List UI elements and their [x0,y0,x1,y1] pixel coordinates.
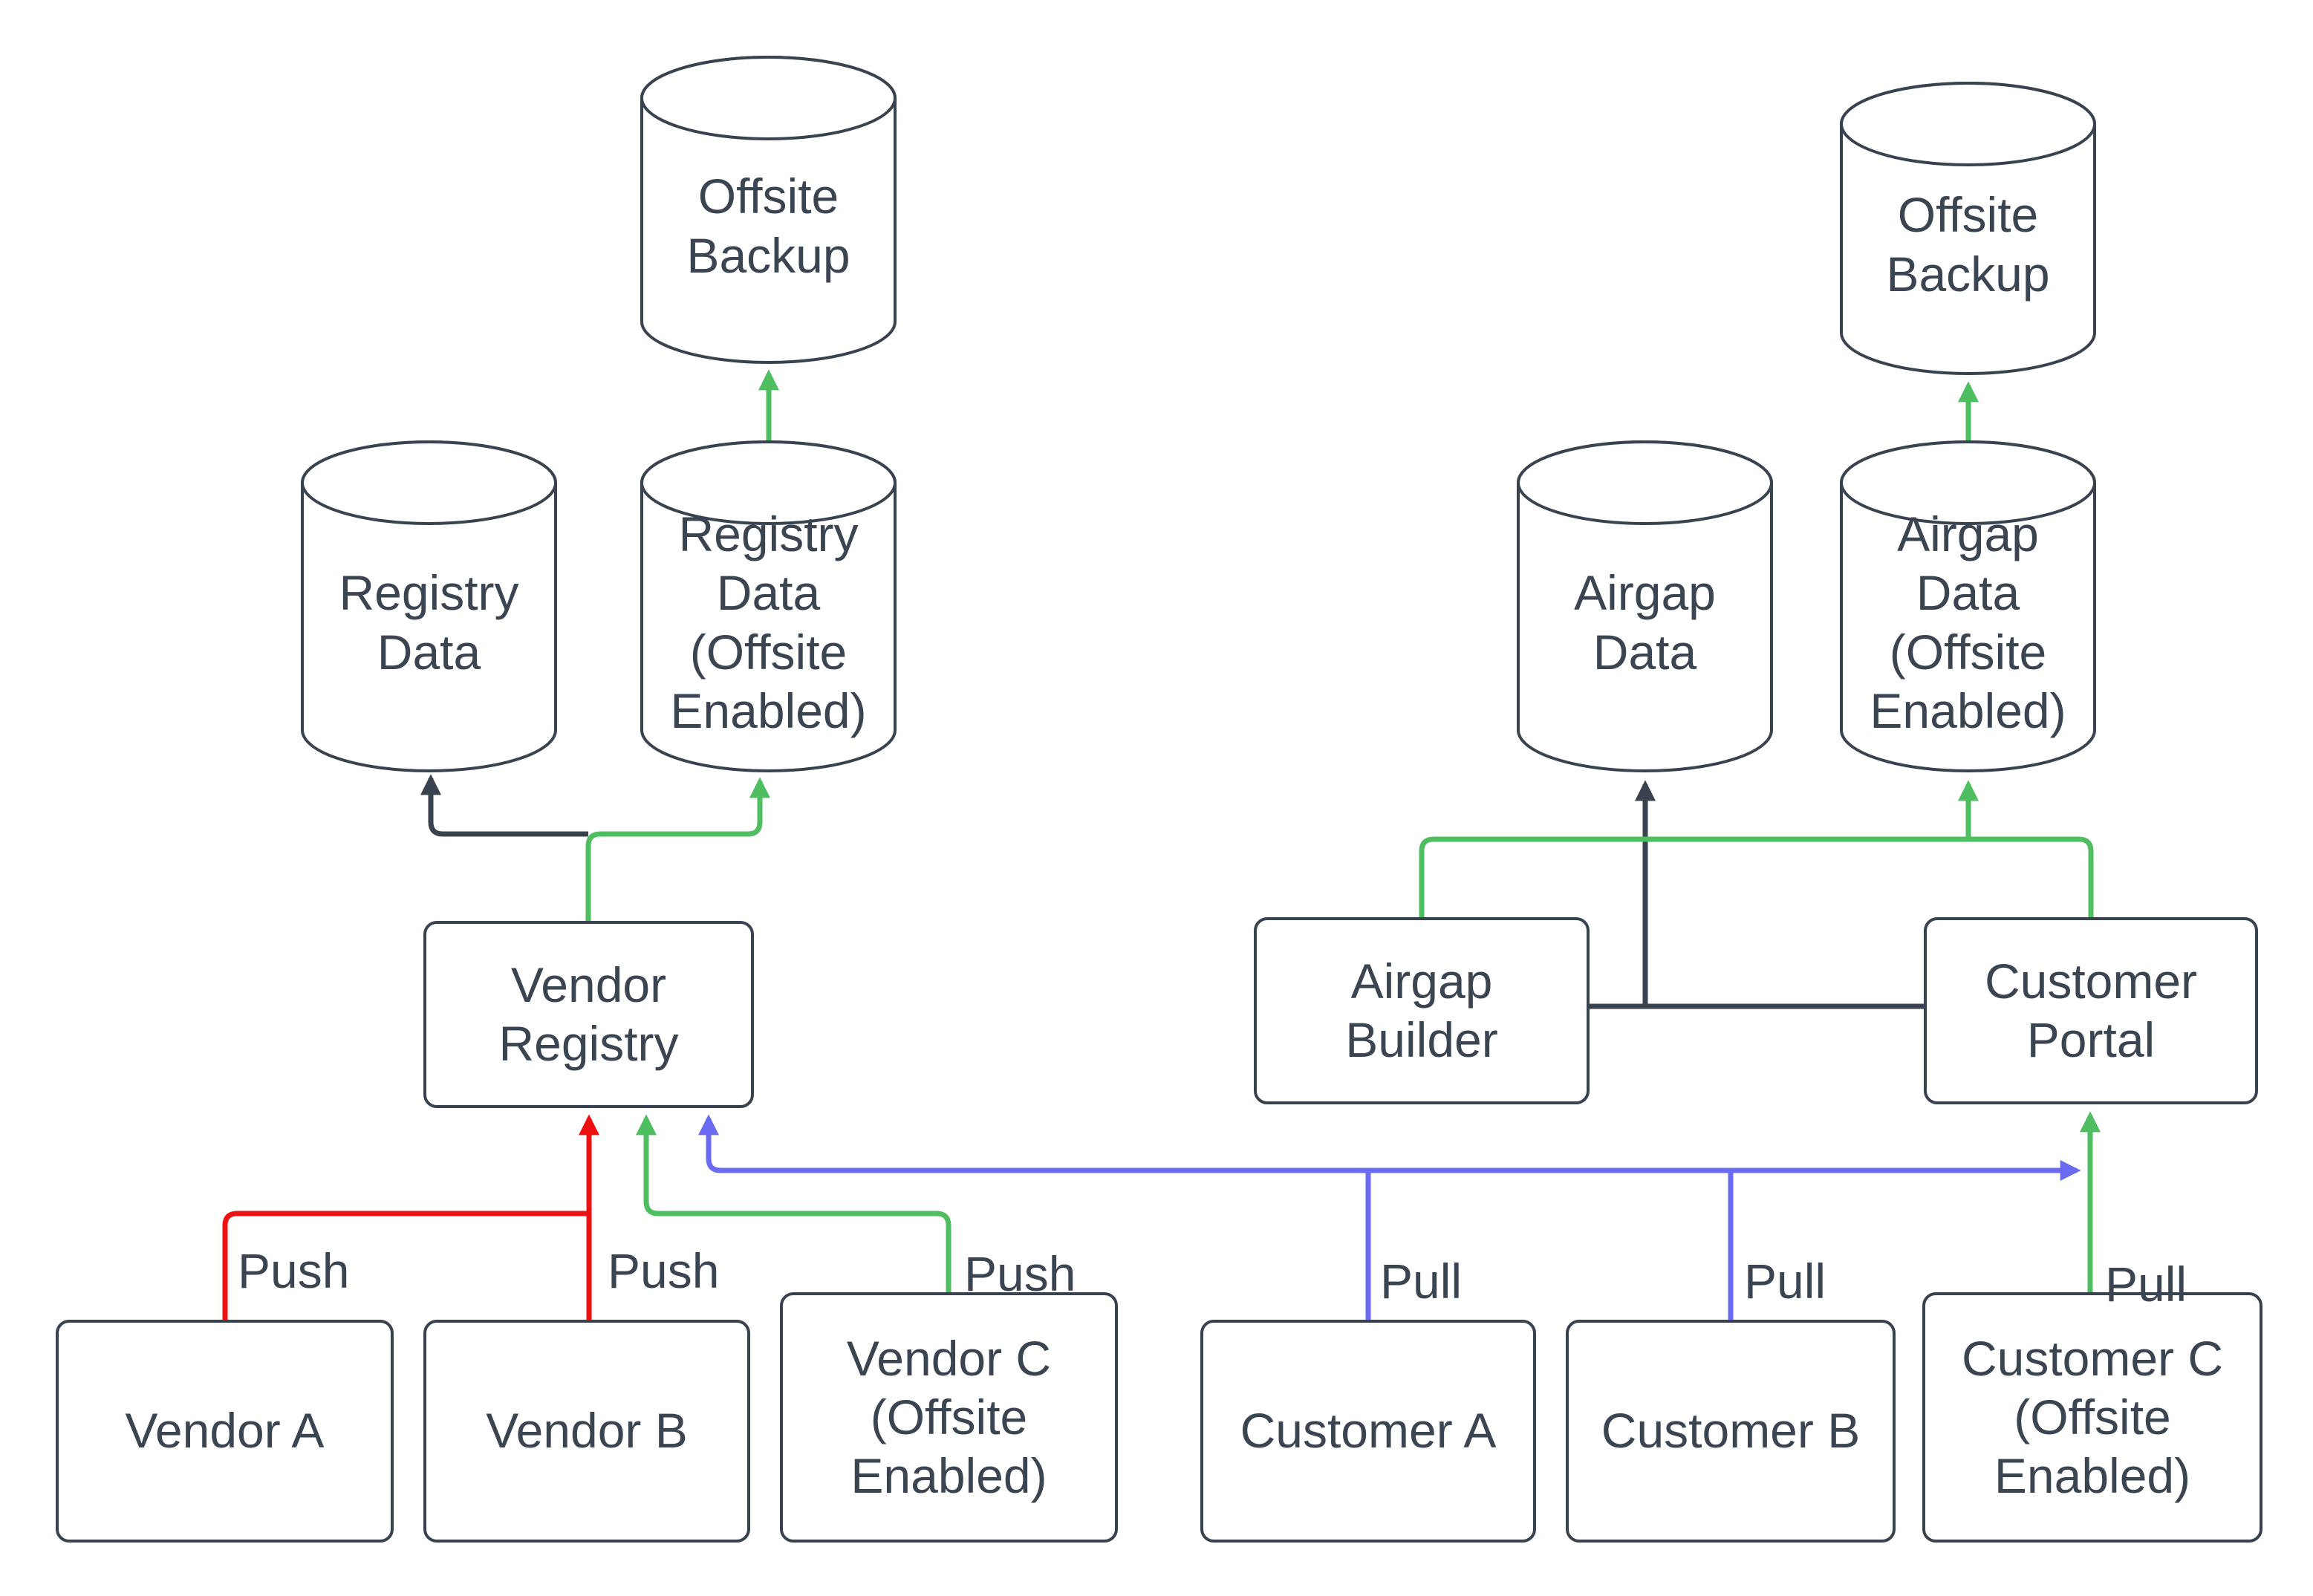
node-label: Registry Data [339,565,519,680]
node-label: Customer C (Offsite Enabled) [1961,1330,2224,1504]
edge-label-pull-customer-b: Pull [1744,1254,1826,1309]
node-offsite-backup-right: Offsite Backup [1840,82,2096,375]
edge-label-push-vendor-c: Push [964,1246,1076,1301]
node-customer-b: Customer B [1566,1320,1896,1543]
node-label: Offsite Backup [686,169,850,283]
node-label: Vendor B [486,1403,688,1459]
node-customer-c: Customer C (Offsite Enabled) [1922,1292,2262,1543]
database-cylinder-shape [1840,82,2096,375]
edge-vendor-a-push [222,1211,589,1320]
node-label: Vendor A [125,1403,325,1459]
database-cylinder-shape [1517,440,1773,772]
edge-vendor-c-push [636,1114,951,1292]
node-vendor-registry: Vendor Registry [423,921,754,1108]
node-airgap-builder: Airgap Builder [1254,917,1590,1104]
node-label: Customer Portal [1984,953,2198,1067]
node-label: Customer A [1240,1403,1497,1459]
node-customer-a: Customer A [1200,1320,1536,1543]
node-registry-data: Registry Data [301,440,557,772]
node-vendor-b: Vendor B [423,1320,750,1543]
node-customer-portal: Customer Portal [1924,917,2258,1104]
node-label: Vendor Registry [498,957,679,1071]
node-label: Offsite Backup [1886,187,2050,302]
edge-label-pull-customer-a: Pull [1380,1254,1463,1309]
edge-label-pull-customer-c: Pull [2105,1257,2187,1312]
edge-registry-to-registry-data [420,774,588,837]
node-registry-data-offsite: Registry Data (Offsite Enabled) [640,440,897,772]
edge-customers-pull-registry [698,1114,2081,1181]
edge-label-push-vendor-b: Push [608,1243,720,1298]
node-airgap-data-offsite: Airgap Data (Offsite Enabled) [1840,440,2096,772]
node-label: Customer B [1601,1403,1861,1459]
node-airgap-data: Airgap Data [1517,440,1773,772]
node-label: Registry Data (Offsite Enabled) [670,507,867,738]
node-label: Airgap Data [1574,565,1716,680]
edge-registry-to-registry-data-offsite [585,777,770,921]
database-cylinder-shape [640,440,897,772]
node-label: Airgap Data (Offsite Enabled) [1870,507,2066,738]
database-cylinder-shape [1840,440,2096,772]
node-vendor-c: Vendor C (Offsite Enabled) [780,1292,1118,1543]
database-cylinder-shape [640,56,897,364]
edge-label-push-vendor-a: Push [238,1243,350,1298]
node-label: Airgap Builder [1345,953,1498,1067]
node-vendor-a: Vendor A [56,1320,394,1543]
node-offsite-backup-left: Offsite Backup [640,56,897,364]
database-cylinder-shape [301,440,557,772]
edge-builder-portal-green-loop [1419,836,2094,917]
node-label: Vendor C (Offsite Enabled) [846,1330,1052,1504]
